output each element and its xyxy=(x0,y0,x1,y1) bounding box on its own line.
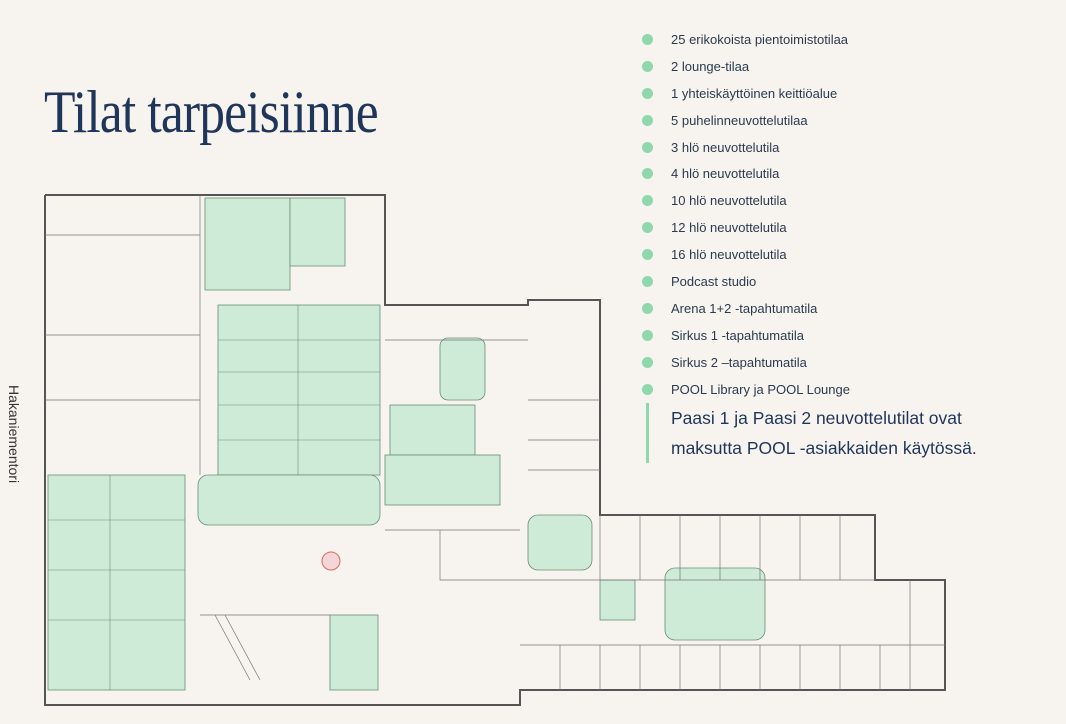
list-item: Podcast studio xyxy=(642,268,850,295)
bullet-icon xyxy=(642,33,653,45)
list-item-label: 10 hlö neuvottelutila xyxy=(671,193,787,209)
note-callout: Paasi 1 ja Paasi 2 neuvottelutilat ovat … xyxy=(646,403,981,463)
list-item: 2 lounge-tilaa xyxy=(642,53,850,80)
list-item: Sirkus 1 -tapahtumatila xyxy=(642,322,850,349)
list-item: 4 hlö neuvottelutila xyxy=(642,160,850,187)
green-rooms xyxy=(47,197,766,691)
bullet-icon xyxy=(642,356,653,368)
list-item-label: 4 hlö neuvottelutila xyxy=(671,166,780,182)
list-item-label: Sirkus 1 -tapahtumatila xyxy=(671,327,804,343)
list-item-label: 1 yhteiskäyttöinen keittiöalue xyxy=(671,85,838,101)
features-list: 25 erikokoista pientoimistotilaa 2 loung… xyxy=(642,26,850,402)
bullet-icon xyxy=(642,249,653,261)
list-item: 25 erikokoista pientoimistotilaa xyxy=(642,26,850,53)
bullet-icon xyxy=(642,195,653,207)
list-item-label: 12 hlö neuvottelutila xyxy=(671,220,787,236)
list-item: Arena 1+2 -tapahtumatila xyxy=(642,295,850,322)
list-item: 5 puhelinneuvottelutilaa xyxy=(642,107,850,134)
bullet-icon xyxy=(642,222,653,234)
list-item-label: 25 erikokoista pientoimistotilaa xyxy=(671,31,849,47)
list-item-label: Podcast studio xyxy=(671,273,757,289)
list-item-label: Sirkus 2 –tapahtumatila xyxy=(671,354,807,370)
list-item: Sirkus 2 –tapahtumatila xyxy=(642,349,850,376)
list-item: 10 hlö neuvottelutila xyxy=(642,187,850,214)
info-marker-icon xyxy=(321,551,341,571)
bullet-icon xyxy=(642,87,653,99)
list-item-label: 5 puhelinneuvottelutilaa xyxy=(671,112,808,128)
list-item: 16 hlö neuvottelutila xyxy=(642,241,850,268)
page-title: Tilat tarpeisiinne xyxy=(44,79,379,145)
bullet-icon xyxy=(642,60,653,72)
bullet-icon xyxy=(642,168,653,180)
bullet-icon xyxy=(642,114,653,126)
list-item: POOL Library ja POOL Lounge xyxy=(642,376,850,403)
bullet-icon xyxy=(642,383,653,395)
bullet-icon xyxy=(642,141,653,153)
list-item-label: POOL Library ja POOL Lounge xyxy=(671,381,850,397)
list-item-label: 2 lounge-tilaa xyxy=(671,58,750,74)
bullet-icon xyxy=(642,302,653,314)
list-item-label: 16 hlö neuvottelutila xyxy=(671,247,787,263)
list-item-label: 3 hlö neuvottelutila xyxy=(671,139,780,155)
list-item: 3 hlö neuvottelutila xyxy=(642,134,850,161)
list-item: 1 yhteiskäyttöinen keittiöalue xyxy=(642,80,850,107)
list-item: 12 hlö neuvottelutila xyxy=(642,214,850,241)
bullet-icon xyxy=(642,329,653,341)
list-item-label: Arena 1+2 -tapahtumatila xyxy=(671,300,818,316)
bullet-icon xyxy=(642,275,653,287)
